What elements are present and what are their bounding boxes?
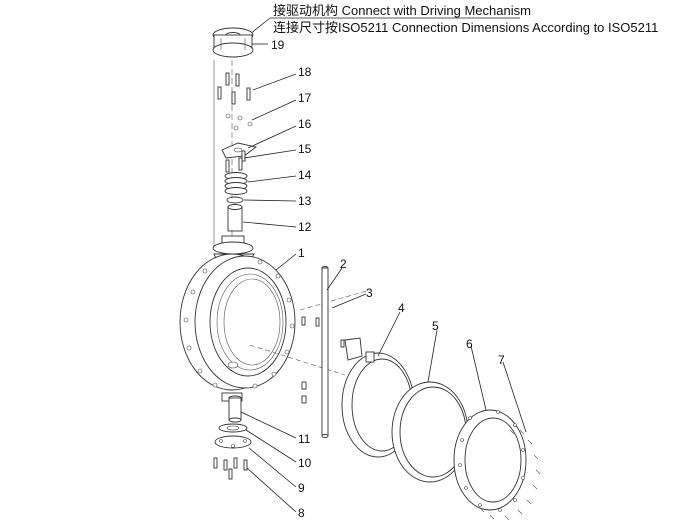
part-16-gland bbox=[221, 142, 258, 162]
callout-8: 8 bbox=[298, 506, 305, 520]
alignment-line-2 bbox=[299, 289, 371, 311]
callout-4: 4 bbox=[398, 301, 405, 315]
header-line-2: 连接尺寸按ISO5211 Connection Dimensions Accor… bbox=[273, 20, 659, 35]
part-11-bottom-bushing bbox=[228, 395, 242, 423]
part-2-stem bbox=[301, 266, 329, 438]
part-9-bottom-cover bbox=[214, 435, 252, 449]
ring-6-holes bbox=[458, 410, 525, 512]
leader-lines bbox=[240, 43, 527, 513]
part-17-washers bbox=[225, 113, 253, 131]
callout-17: 17 bbox=[298, 91, 312, 105]
part-8-bolts bbox=[213, 457, 248, 480]
callout-16: 16 bbox=[298, 117, 312, 131]
part-1-valve-body bbox=[179, 235, 296, 402]
part-13-spacer bbox=[226, 196, 244, 204]
alignment-line bbox=[249, 344, 346, 376]
part-19-top-flange bbox=[212, 27, 254, 58]
part-18-bolts bbox=[217, 72, 251, 105]
part-5-seat-ring bbox=[391, 381, 469, 483]
callout-1: 1 bbox=[298, 246, 305, 260]
callout-3: 3 bbox=[366, 286, 373, 300]
callout-11: 11 bbox=[298, 432, 311, 446]
part-14-packing-rings bbox=[224, 172, 248, 195]
callout-9: 9 bbox=[298, 481, 305, 495]
part-10-gasket bbox=[218, 423, 248, 433]
part-7-screws bbox=[479, 429, 541, 521]
part-6-retaining-ring bbox=[453, 409, 527, 512]
callout-6: 6 bbox=[466, 337, 473, 351]
callout-7: 7 bbox=[498, 353, 505, 367]
part-3-pins bbox=[301, 339, 345, 404]
header-line-1: 接驱动机构 Connect with Driving Mechanism bbox=[273, 3, 531, 18]
callout-2: 2 bbox=[340, 257, 347, 271]
body-bolt-holes bbox=[183, 259, 295, 389]
callout-10: 10 bbox=[298, 456, 312, 470]
part-15-pins bbox=[225, 157, 243, 173]
header-leader bbox=[249, 17, 271, 35]
callout-13: 13 bbox=[298, 194, 312, 208]
callout-14: 14 bbox=[298, 168, 312, 182]
callout-18: 18 bbox=[298, 65, 312, 79]
callout-19: 19 bbox=[271, 38, 285, 52]
callout-5: 5 bbox=[432, 319, 439, 333]
callout-15: 15 bbox=[298, 142, 312, 156]
callout-12: 12 bbox=[298, 220, 312, 234]
part-12-bushing bbox=[227, 204, 243, 232]
